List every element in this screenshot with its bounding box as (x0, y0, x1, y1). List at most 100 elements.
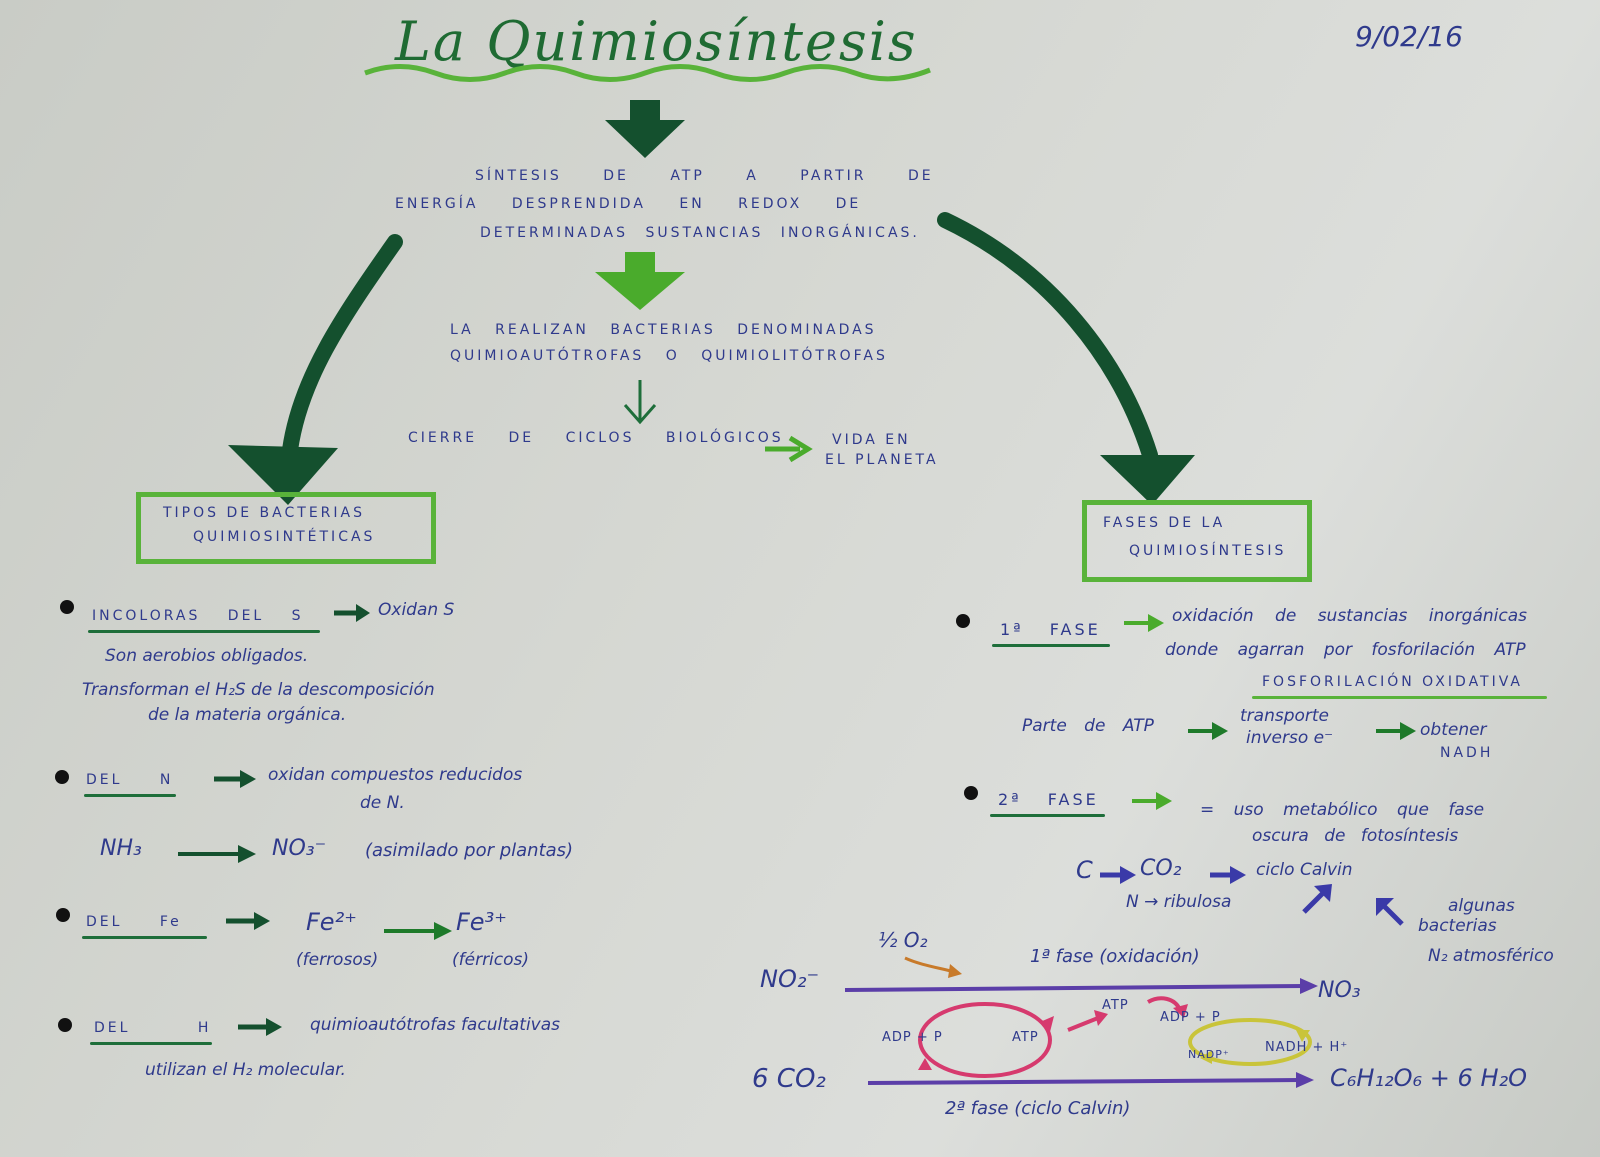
bullet-icon (55, 770, 69, 784)
cycle-result-line-2: EL PLANETA (825, 452, 939, 468)
bacteria-fe-label: DEL Fe (86, 914, 182, 930)
label-underline (90, 1042, 212, 1045)
bacteria-types-line-1: TIPOS DE BACTERIAS (163, 505, 365, 521)
label-underline (990, 814, 1105, 817)
phase-1-text-2: donde agarran por fosforilación ATP (1165, 640, 1526, 660)
phase-1-text-1: oxidación de sustancias inorgánicas (1172, 606, 1528, 626)
phase-2-bacteria-2: bacterias (1418, 916, 1497, 936)
definition-line-3: DETERMINADAS SUSTANCIAS INORGÁNICAS. (480, 225, 920, 241)
bacteria-fe-left: Fe²⁺ (306, 908, 357, 936)
bacteria-types-line-2: QUIMIOSINTÉTICAS (193, 529, 376, 545)
page-date: 9/02/16 (1355, 20, 1463, 53)
bacteria-s-note-1: Son aerobios obligados. (105, 646, 309, 666)
bullet-icon (56, 908, 70, 922)
title-underline-wave (364, 64, 931, 82)
bacteria-fe-left-note: (ferrosos) (296, 950, 379, 970)
right-arrow-icon (765, 435, 813, 463)
bullet-icon (964, 786, 978, 800)
bacteria-s-note-2: Transforman el H₂S de la descomposición (82, 680, 435, 700)
bacteria-n-eq-left: NH₃ (100, 836, 142, 861)
page-title: La Quimiosíntesis (395, 10, 918, 73)
bullet-icon (60, 600, 74, 614)
bacteria-n-result-2: de N. (360, 793, 405, 813)
curved-arrow-left-icon (228, 234, 403, 505)
bacteria-n-label: DEL N (86, 772, 174, 788)
phase-1-sub-mid-1: transporte (1240, 706, 1330, 726)
phase-2-flow-n: N → ribulosa (1126, 892, 1232, 912)
right-arrow-icon (384, 922, 452, 940)
scheme-glucose: C₆H₁₂O₆ + 6 H₂O (1330, 1064, 1528, 1092)
bacteria-types-box: TIPOS DE BACTERIAS QUIMIOSINTÉTICAS (136, 492, 436, 564)
bacteria-n-eq-note: (asimilado por plantas) (365, 840, 574, 861)
phase-2-flow-calvin: ciclo Calvin (1256, 860, 1353, 880)
scheme-phase-1: 1ª fase (oxidación) (1030, 946, 1200, 967)
phase-1-sub-mid-2: inverso e⁻ (1246, 728, 1334, 748)
phase-2-flow-co2: CO₂ (1140, 856, 1182, 881)
right-arrow-icon (178, 845, 256, 863)
phase-2-label: 2ª FASE (998, 790, 1099, 809)
right-arrow-icon (226, 912, 270, 930)
label-underline (82, 936, 207, 939)
bacteria-h-note: utilizan el H₂ molecular. (145, 1060, 346, 1080)
phase-1-sub-left: Parte de ATP (1022, 716, 1154, 736)
phase-1-label: 1ª FASE (1000, 620, 1101, 639)
bacteria-n-eq-right: NO₃⁻ (272, 836, 327, 861)
down-arrow-icon (623, 380, 657, 425)
phase-2-text-2: oscura de fotosíntesis (1252, 826, 1459, 846)
phase-2-n2: N₂ atmosférico (1428, 946, 1554, 966)
bullet-icon (956, 614, 970, 628)
up-right-arrow-icon (1302, 884, 1332, 914)
phase-1-sub-right-1: obtener (1420, 720, 1487, 740)
performers-line-2: QUIMIOAUTÓTROFAS O QUIMIOLITÓTROFAS (450, 348, 888, 364)
phases-box: FASES DE LA QUIMIOSÍNTESIS (1082, 500, 1312, 582)
bacteria-fe-right-note: (férricos) (452, 950, 530, 970)
bacteria-s-note-3: de la materia orgánica. (148, 705, 347, 725)
scheme-nadph: NADH + H⁺ (1265, 1040, 1349, 1055)
phase-2-text-1: = uso metabólico que fase (1200, 800, 1485, 820)
bacteria-s-result: Oxidan S (378, 600, 455, 620)
right-arrow-icon (1132, 792, 1172, 810)
highlight-underline (1252, 696, 1547, 699)
right-arrow-icon (214, 770, 256, 788)
right-arrow-icon (1100, 866, 1136, 884)
bacteria-h-result: quimioautótrofas facultativas (310, 1015, 561, 1035)
phases-box-line-1: FASES DE LA (1103, 515, 1226, 531)
scheme-no3: NO₃ (1318, 978, 1361, 1003)
down-arrow-icon (605, 100, 685, 158)
bacteria-fe-right: Fe³⁺ (456, 908, 507, 936)
right-arrow-icon (1124, 614, 1164, 632)
scheme-adp-p-1: ADP + P (882, 1030, 943, 1045)
label-underline (88, 630, 320, 633)
scheme-phase-2: 2ª fase (ciclo Calvin) (945, 1098, 1131, 1119)
right-arrow-icon (1210, 866, 1246, 884)
curved-arrow-right-icon (937, 212, 1195, 505)
right-arrow-icon (334, 604, 370, 622)
bacteria-s-label: INCOLORAS DEL S (92, 608, 304, 624)
scheme-co2: 6 CO₂ (752, 1064, 826, 1094)
right-arrow-icon (1188, 722, 1228, 740)
bacteria-n-result: oxidan compuestos reducidos (268, 765, 523, 785)
scheme-atp-1: ATP (1012, 1030, 1039, 1045)
up-left-arrow-icon (1376, 898, 1404, 926)
phase-2-flow-c: C (1076, 856, 1093, 884)
definition-line-2: ENERGÍA DESPRENDIDA EN REDOX DE (395, 196, 862, 212)
right-arrow-icon (238, 1018, 282, 1036)
bullet-icon (58, 1018, 72, 1032)
scheme-no2: NO₂⁻ (760, 965, 820, 993)
cycle-result-line-1: VIDA EN (832, 432, 911, 448)
phase-2-bacteria-1: algunas (1448, 896, 1515, 916)
phase-1-highlight: FOSFORILACIÓN OXIDATIVA (1262, 674, 1523, 690)
label-underline (84, 794, 176, 797)
definition-line-1: SÍNTESIS DE ATP A PARTIR DE (475, 168, 934, 184)
performers-line-1: LA REALIZAN BACTERIAS DENOMINADAS (450, 322, 877, 338)
phase-1-sub-right-2: NADH (1440, 745, 1494, 761)
scheme-nadp: NADP⁺ (1188, 1048, 1230, 1061)
scheme-atp-2: ATP (1102, 998, 1129, 1013)
scheme-adp-p-2: ADP + P (1160, 1010, 1221, 1025)
label-underline (992, 644, 1110, 647)
scheme-o2: ½ O₂ (878, 928, 928, 952)
right-arrow-icon (1376, 722, 1416, 740)
